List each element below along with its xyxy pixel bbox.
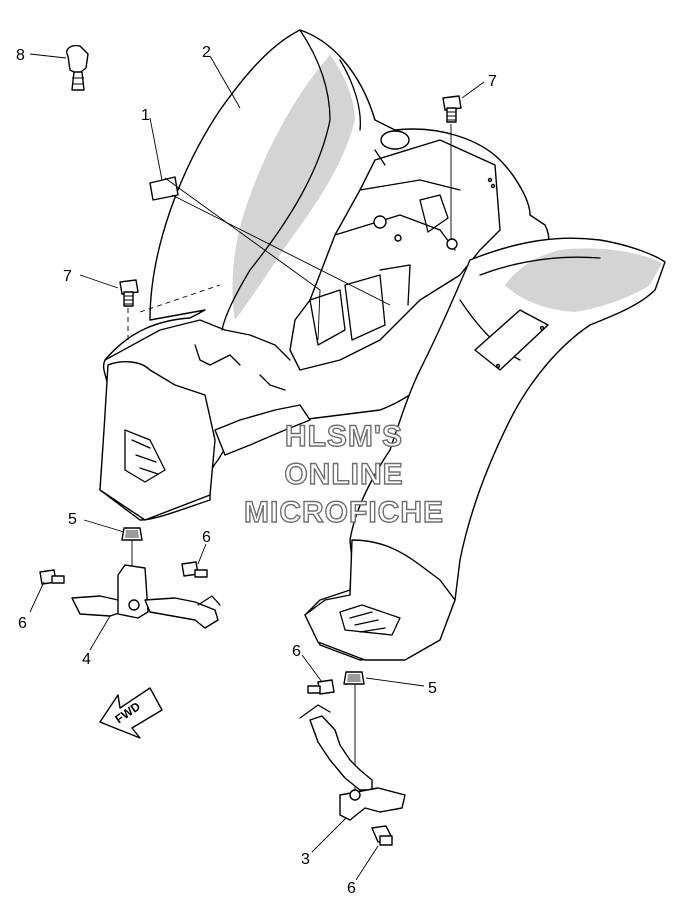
callout-3: 3 — [301, 851, 310, 868]
rear-fender — [99, 29, 550, 521]
watermark-line-3: MICROFICHE — [244, 496, 444, 529]
bolt-6-b — [181, 561, 208, 578]
callout-5-right: 5 — [428, 680, 437, 697]
leader-lines — [29, 53, 485, 881]
caution-label — [149, 176, 179, 201]
callout-6-upper-right: 6 — [202, 529, 211, 546]
bolt-right — [442, 95, 462, 240]
bracket-right — [299, 704, 406, 821]
callout-7-left: 7 — [63, 268, 72, 285]
clip — [66, 44, 89, 91]
callout-8: 8 — [16, 47, 25, 64]
bolt-6-d — [371, 825, 393, 846]
watermark-line-2: ONLINE — [284, 458, 403, 491]
callouts: 1 2 8 7 7 5 6 6 4 6 5 3 6 — [16, 44, 497, 897]
fwd-arrow: FWD — [99, 687, 163, 739]
right-fender-wing — [304, 237, 666, 661]
bolt-6-c — [307, 679, 335, 695]
callout-6-bottom: 6 — [347, 880, 356, 897]
callout-6-left: 6 — [18, 615, 27, 632]
callout-4: 4 — [82, 651, 91, 668]
callout-6-right-mid: 6 — [292, 643, 301, 660]
callout-5-left: 5 — [68, 511, 77, 528]
bolt-6-a — [39, 569, 65, 585]
watermark: HLSM'S ONLINE MICROFICHE — [243, 419, 444, 529]
callout-1: 1 — [141, 107, 150, 124]
watermark-line-1: HLSM'S — [285, 420, 403, 453]
bolt-left — [119, 279, 221, 340]
callout-2: 2 — [202, 44, 211, 61]
bracket-left — [71, 564, 221, 629]
callout-7-right: 7 — [488, 73, 497, 90]
